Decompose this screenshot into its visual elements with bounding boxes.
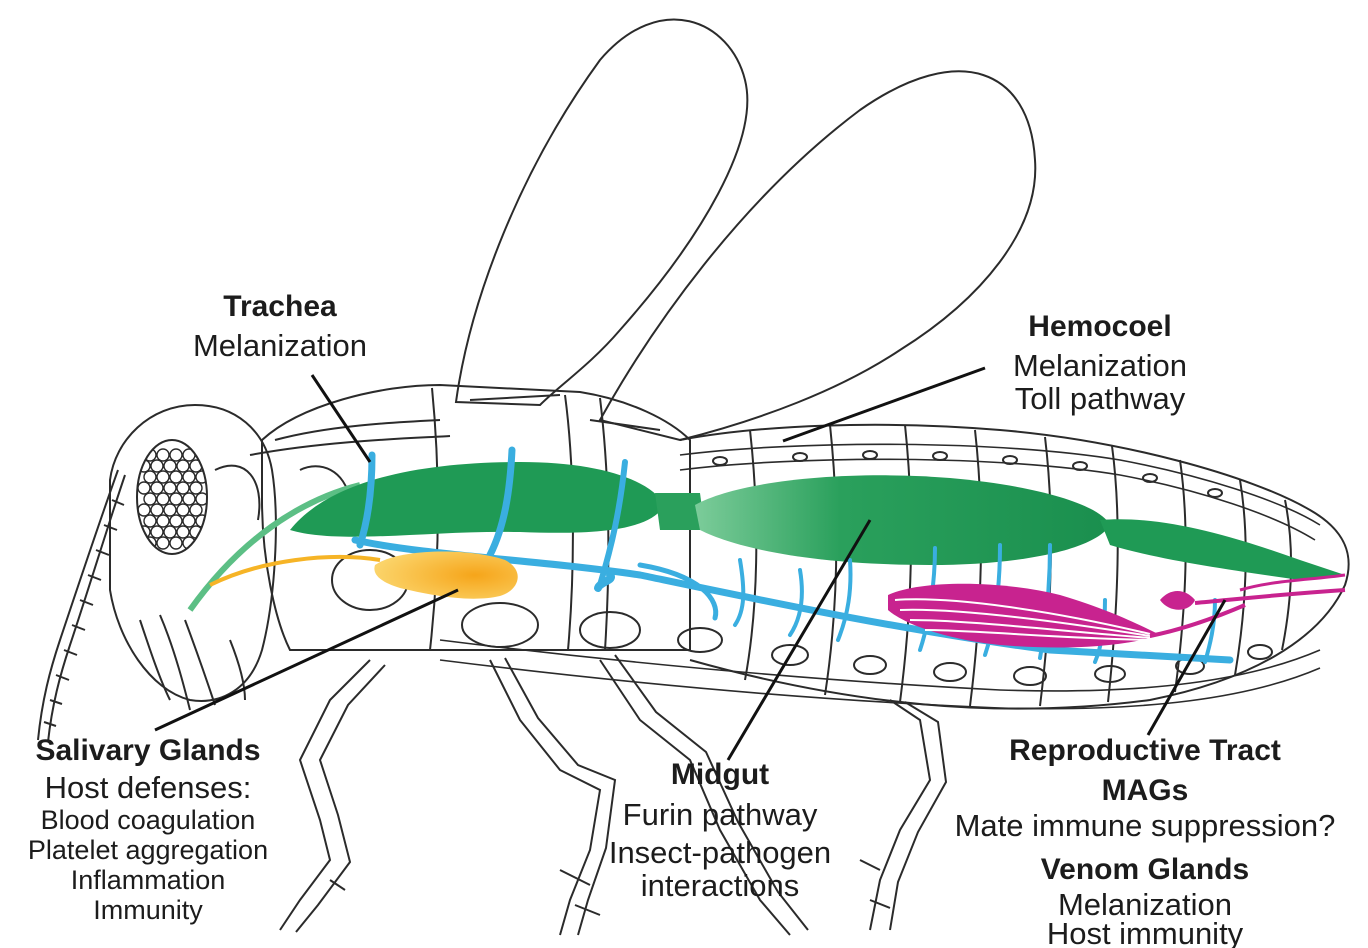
crop bbox=[290, 462, 665, 537]
reproductive-tract-label: Reproductive Tract MAGs Mate immune supp… bbox=[930, 736, 1360, 841]
trachea-line-1: Melanization bbox=[170, 330, 390, 361]
salivary-gland bbox=[210, 552, 518, 599]
trachea-leader bbox=[312, 375, 370, 462]
fore-wing bbox=[456, 20, 747, 405]
midgut-line-1: Furin pathway bbox=[590, 799, 850, 830]
midgut-line-2: Insect-pathogen bbox=[590, 837, 850, 868]
salivary-line-4: Immunity bbox=[0, 897, 296, 924]
salivary-glands-label: Salivary Glands Host defenses: Blood coa… bbox=[0, 736, 296, 924]
trachea-title: Trachea bbox=[170, 292, 390, 322]
reproductive-title: Reproductive Tract bbox=[930, 736, 1360, 766]
reproductive-line-1: Mate immune suppression? bbox=[930, 810, 1360, 841]
venom-line-2: Host immunity bbox=[1020, 918, 1270, 948]
salivary-subtitle: Host defenses: bbox=[0, 772, 296, 803]
compound-eye bbox=[137, 440, 208, 554]
midgut-label: Midgut Furin pathway Insect-pathogen int… bbox=[590, 760, 850, 901]
trachea-label: Trachea Melanization bbox=[170, 292, 390, 361]
hindgut bbox=[1100, 519, 1345, 580]
wings bbox=[456, 20, 1035, 440]
hemocoel-line-2: Toll pathway bbox=[990, 383, 1210, 414]
hemocoel-leader bbox=[783, 368, 985, 441]
hemocoel-title: Hemocoel bbox=[990, 312, 1210, 342]
salivary-line-1: Blood coagulation bbox=[0, 807, 296, 834]
midgut-title: Midgut bbox=[590, 760, 850, 790]
hemocoel-line-1: Melanization bbox=[990, 350, 1210, 381]
venom-title: Venom Glands bbox=[1020, 855, 1270, 885]
midgut-line-3: interactions bbox=[590, 870, 850, 901]
hind-wing bbox=[600, 71, 1035, 440]
hemocoel-label: Hemocoel Melanization Toll pathway bbox=[990, 312, 1210, 414]
reproductive-title-2: MAGs bbox=[930, 776, 1360, 806]
reproductive-leader bbox=[1148, 600, 1225, 735]
antenna bbox=[38, 470, 125, 742]
salivary-title: Salivary Glands bbox=[0, 736, 296, 766]
salivary-line-2: Platelet aggregation bbox=[0, 837, 296, 864]
venom-glands-label: Venom Glands Melanization Host immunity bbox=[1020, 855, 1270, 948]
salivary-line-3: Inflammation bbox=[0, 867, 296, 894]
